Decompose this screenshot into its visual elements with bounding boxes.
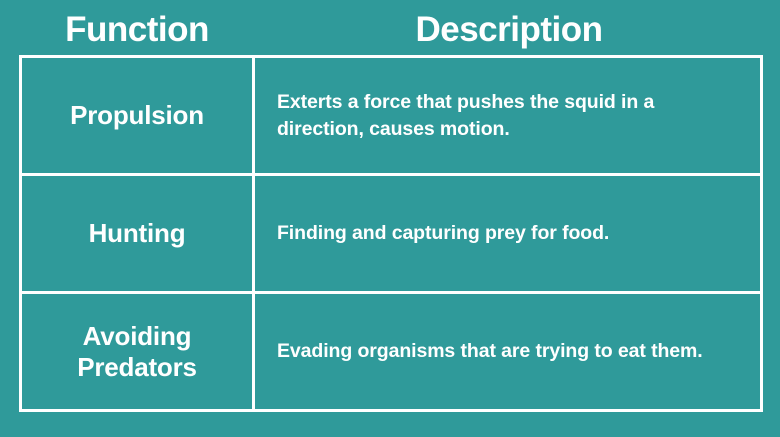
table-row: Hunting Finding and capturing prey for f…: [22, 176, 760, 294]
table-row: Propulsion Exterts a force that pushes t…: [22, 58, 760, 176]
function-name: Propulsion: [70, 100, 204, 131]
table-row: Avoiding Predators Evading organisms tha…: [22, 294, 760, 409]
function-name: Hunting: [88, 218, 186, 249]
functions-table: Propulsion Exterts a force that pushes t…: [19, 55, 763, 412]
function-description: Exterts a force that pushes the squid in…: [277, 90, 655, 140]
table-cell-function: Hunting: [22, 176, 255, 291]
table-cell-function: Avoiding Predators: [22, 294, 255, 409]
table-header-row: Function Description: [19, 6, 763, 52]
function-name: Avoiding Predators: [77, 320, 197, 382]
column-header-description-label: Description: [415, 9, 603, 49]
table-cell-description: Exterts a force that pushes the squid in…: [255, 58, 760, 173]
column-header-description: Description: [255, 6, 763, 52]
column-header-function-label: Function: [65, 9, 209, 49]
function-description: Finding and capturing prey for food.: [277, 222, 610, 245]
function-description: Evading organisms that are trying to eat…: [277, 340, 703, 363]
table-cell-description: Evading organisms that are trying to eat…: [255, 294, 760, 409]
table-cell-description: Finding and capturing prey for food.: [255, 176, 760, 291]
table-cell-function: Propulsion: [22, 58, 255, 173]
column-header-function: Function: [19, 6, 255, 52]
